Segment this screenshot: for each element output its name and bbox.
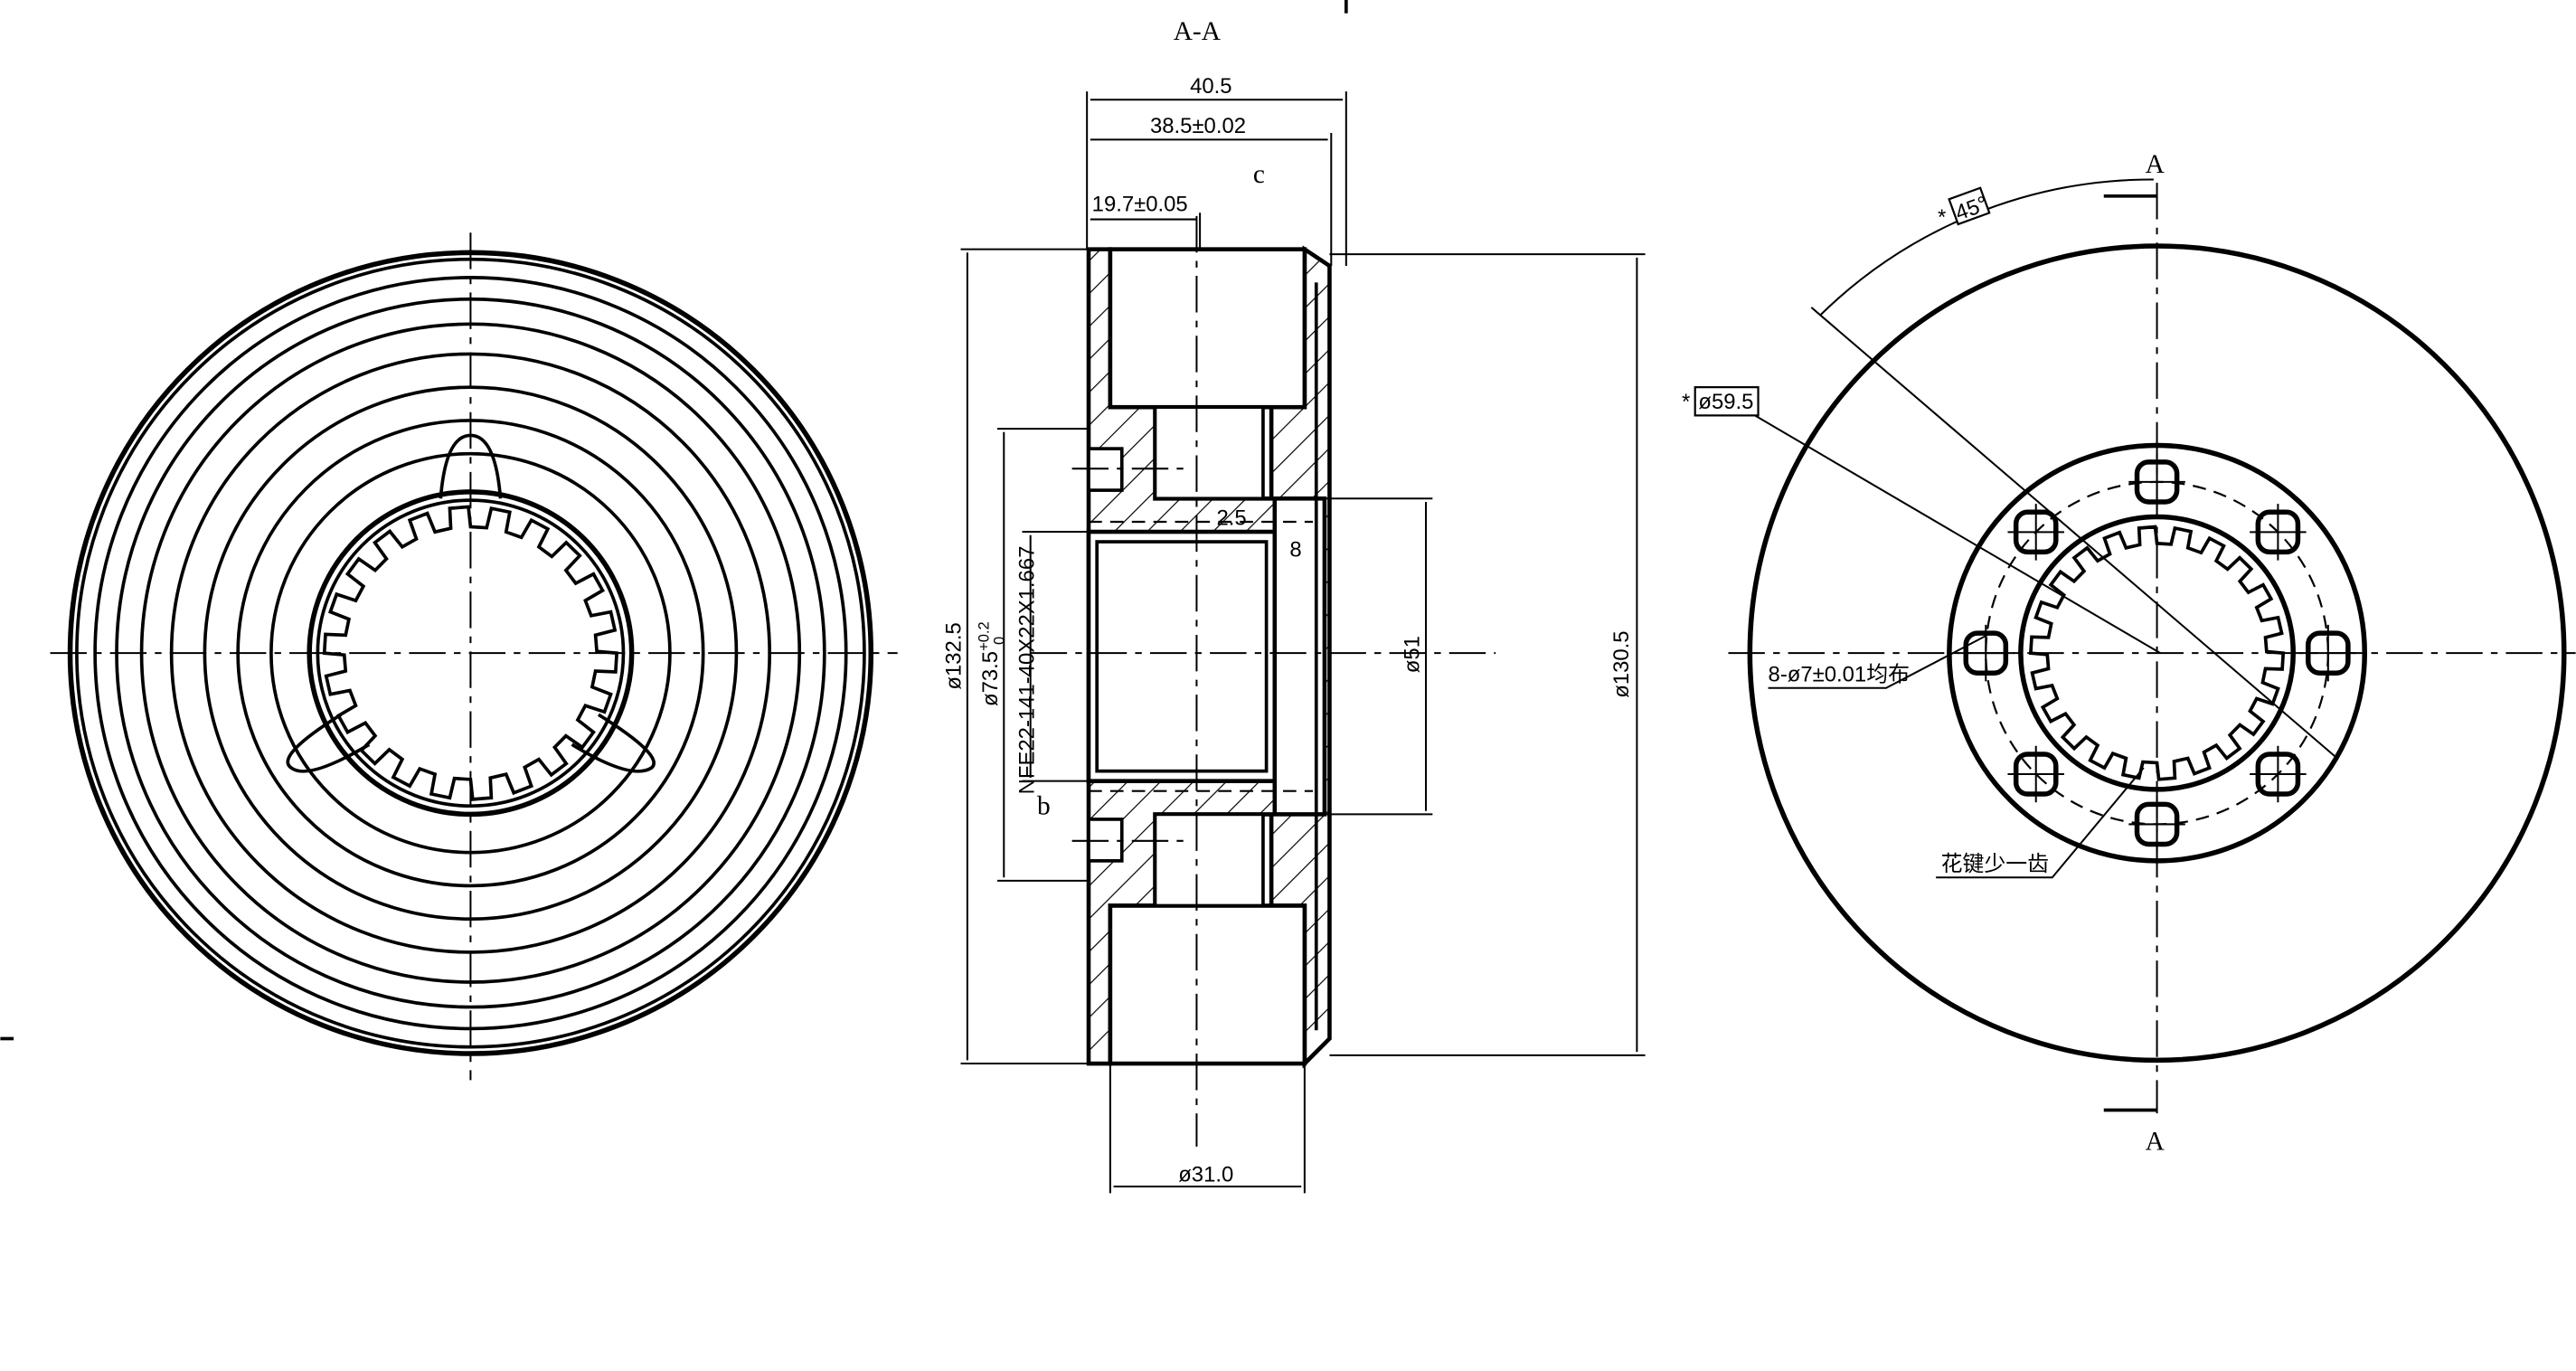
rear-view: A A * 45° * ø59.5 8-ø7±0.01均布 花键少一齿 [1682, 150, 2576, 1157]
svg-text:ø73.5+0.20: ø73.5+0.20 [976, 621, 1008, 706]
lug-left [286, 713, 371, 773]
dim-groove: 8 [1289, 538, 1301, 563]
asterisk-angle: * [1938, 205, 1946, 230]
dim-pitch-dia: ø59.5 [1698, 390, 1753, 414]
asterisk-pitch: * [1682, 390, 1690, 414]
dim-bore-tol-upper: +0.2 [976, 621, 993, 651]
hole-centerline [2128, 796, 2185, 853]
dim-chamfer: 2.5 [1216, 506, 1246, 531]
front-view [0, 232, 898, 1081]
section-marker-top: A [2146, 150, 2166, 179]
dim-overall-width: 40.5 [1190, 74, 1231, 99]
spline-spec: NFE22-141-40X22X1.667 [1014, 546, 1039, 795]
dim-recess-dia: ø51 [1401, 636, 1425, 673]
section-label: A-A [1174, 17, 1222, 46]
mark-b: b [1037, 791, 1051, 820]
hole-centerline [2299, 624, 2357, 682]
dim-hub-dia: ø31.0 [1178, 1163, 1233, 1187]
hole-centerline [2007, 504, 2064, 561]
bolt-holes [1958, 453, 2357, 853]
dim-holes: 8-ø7±0.01均布 [1769, 662, 1910, 686]
section-marker-bottom: A [2146, 1128, 2166, 1157]
dim-offset: 19.7±0.05 [1092, 192, 1188, 216]
hole-centerline [2250, 745, 2307, 803]
spline-note: 花键少一齿 [1941, 852, 2049, 876]
hole-centerline [2007, 745, 2064, 803]
spline-profile [322, 505, 619, 801]
dim-bore-dia: ø73.5 [978, 651, 1003, 706]
lug-top [439, 433, 503, 499]
dim-bore-tol-lower: 0 [990, 637, 1007, 645]
section-view: A-A 40.5 38.5±0.02 c 19.7±0.05 2.5 8 [941, 0, 1646, 1194]
lug-right [571, 713, 656, 773]
spline-profile [2028, 525, 2286, 781]
dim-rim-dia: ø130.5 [1609, 630, 1634, 697]
dim-outer-dia: ø132.5 [941, 622, 966, 689]
dim-width-tol: 38.5±0.02 [1150, 114, 1246, 138]
hole-centerline [2128, 453, 2185, 511]
mark-c: c [1253, 160, 1265, 189]
hole-centerline [2250, 504, 2307, 561]
hole-centerline [1958, 624, 2015, 682]
